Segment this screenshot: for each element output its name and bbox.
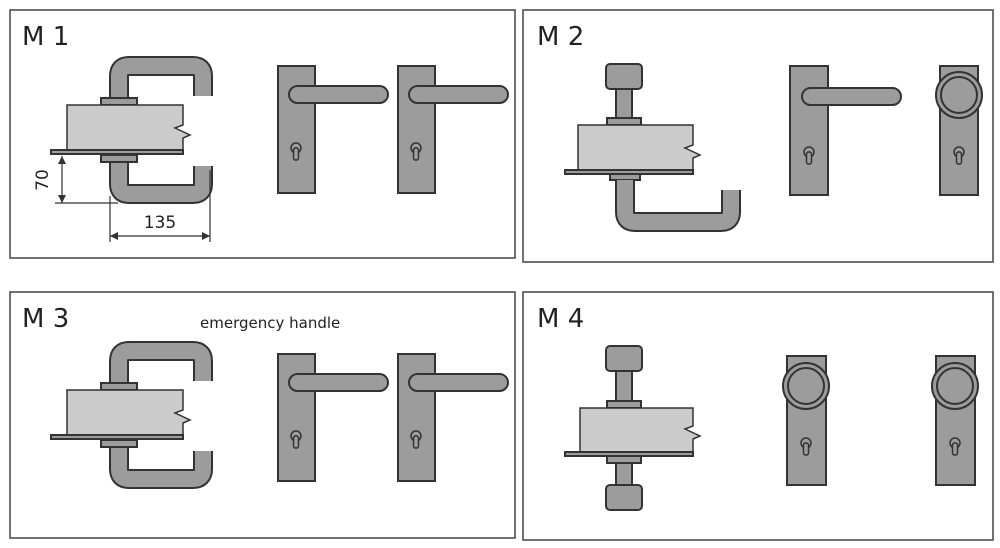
lever-plate-front-view xyxy=(397,353,509,482)
panel-m2: M 2 xyxy=(522,9,994,263)
knob-plate-front-view xyxy=(931,355,979,486)
panel-label: M 4 xyxy=(537,304,584,334)
panel-caption: emergency handle xyxy=(200,314,340,332)
lever-plate-front-view xyxy=(397,65,509,194)
panel-m4: M 4 xyxy=(522,291,994,541)
panel-label: M 2 xyxy=(537,22,584,52)
lever-plate-front-view xyxy=(277,353,389,482)
knob-lever-side-view xyxy=(564,63,741,232)
lever-plate-front-view xyxy=(277,65,389,194)
lever-handle-side-view xyxy=(50,56,213,204)
dimension-lines: 70 135 xyxy=(33,156,211,242)
knob-knob-side-view xyxy=(564,345,702,511)
height-dimension: 70 xyxy=(33,169,53,191)
lever-handle-side-view xyxy=(50,341,213,489)
knob-plate-front-view xyxy=(782,355,830,486)
width-dimension: 135 xyxy=(144,213,176,233)
knob-plate-front-view xyxy=(935,65,983,196)
panel-m1: M 1 70 135 xyxy=(9,9,516,259)
panel-m3: M 3 emergency handle xyxy=(9,291,516,539)
lever-plate-front-view xyxy=(789,65,902,196)
panel-label: M 3 xyxy=(22,304,69,334)
panel-label: M 1 xyxy=(22,22,69,52)
